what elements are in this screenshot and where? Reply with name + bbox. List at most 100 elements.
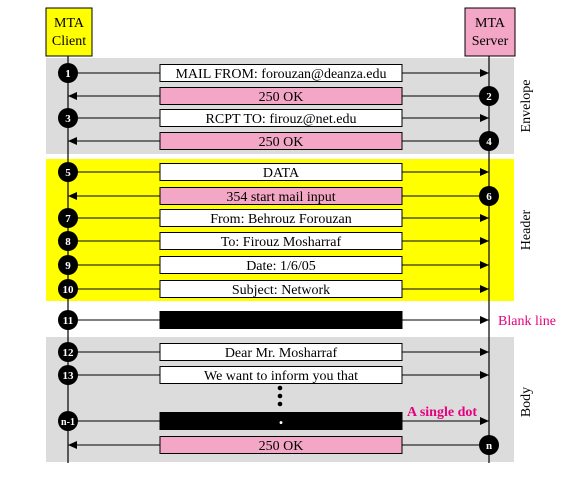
message-box [159, 163, 403, 181]
message-box [159, 232, 403, 250]
arrowhead-icon [480, 316, 489, 324]
mta-server-label-line1: MTA [475, 16, 506, 31]
arrowhead-icon [68, 92, 77, 100]
step-badge [58, 162, 78, 182]
header-band [46, 159, 514, 301]
step-badge [58, 310, 78, 330]
message-box [159, 64, 403, 82]
message-text: 250 OK [259, 135, 304, 150]
message-box [159, 109, 403, 127]
message-row-11: 11 [58, 310, 489, 330]
message-text: DATA [263, 166, 300, 181]
mta-client-box: MTA Client [45, 7, 93, 57]
message-row-12: Dear Mr. Mosharraf 12 [58, 342, 489, 362]
header-section-label: Header [519, 209, 534, 250]
arrowhead-icon [68, 441, 77, 449]
message-box [159, 209, 403, 227]
step-number: 7 [65, 213, 71, 225]
message-row-13: We want to inform you that 13 [58, 365, 489, 385]
step-number: 1 [65, 68, 71, 80]
arrowhead-icon [480, 371, 489, 379]
arrowhead-icon [480, 168, 489, 176]
message-row-2: 250 OK 2 [68, 86, 499, 106]
message-row-4: 250 OK 4 [68, 131, 499, 151]
step-number: 11 [63, 315, 73, 327]
message-row-9: Date: 1/6/05 9 [58, 255, 489, 275]
envelope-section-label: Envelope [519, 80, 534, 133]
message-text: To: Firouz Mosharraf [221, 235, 342, 250]
step-number: 6 [486, 191, 492, 203]
message-row-n: 250 OK n [68, 435, 499, 455]
message-box [159, 436, 403, 454]
message-row-5: DATA 5 [58, 162, 489, 182]
message-text: Dear Mr. Mosharraf [225, 346, 338, 361]
step-badge [58, 63, 78, 83]
message-text: RCPT TO: firouz@net.edu [206, 112, 357, 127]
step-badge [58, 342, 78, 362]
step-number: 12 [63, 347, 75, 359]
mta-server-label-line2: Server [472, 34, 509, 49]
step-number: 4 [486, 136, 492, 148]
arrowhead-icon [480, 261, 489, 269]
message-text: 250 OK [259, 90, 304, 105]
message-box [159, 256, 403, 274]
message-box [159, 132, 403, 150]
arrowhead-icon [480, 69, 489, 77]
message-box [159, 280, 403, 298]
step-number: 2 [486, 91, 492, 103]
step-number: n-1 [61, 417, 75, 428]
step-number: 9 [65, 260, 71, 272]
message-text: From: Behrouz Forouzan [210, 212, 352, 227]
mta-client-label-line2: Client [52, 34, 86, 49]
step-badge [479, 86, 499, 106]
arrowhead-icon [480, 114, 489, 122]
ellipsis-dot [277, 393, 283, 399]
message-row-6: 354 start mail input 6 [68, 186, 499, 206]
step-number: 13 [63, 370, 75, 382]
step-number: 5 [65, 167, 71, 179]
message-text: We want to inform you that [204, 369, 358, 384]
message-box [159, 311, 403, 329]
step-badge [58, 208, 78, 228]
blank-line-annotation: Blank line [498, 314, 556, 329]
arrowhead-icon [480, 214, 489, 222]
step-badge [58, 411, 78, 431]
arrowhead-icon [68, 192, 77, 200]
ellipsis-dot [277, 401, 283, 407]
message-row-3: RCPT TO: firouz@net.edu 3 [58, 108, 489, 128]
message-row-7: From: Behrouz Forouzan 7 [58, 208, 489, 228]
message-row-1: MAIL FROM: forouzan@deanza.edu 1 [58, 63, 489, 83]
step-badge [479, 186, 499, 206]
message-row-8: To: Firouz Mosharraf 8 [58, 231, 489, 251]
arrowhead-icon [68, 137, 77, 145]
message-box [159, 87, 403, 105]
step-badge [58, 255, 78, 275]
message-text: MAIL FROM: forouzan@deanza.edu [175, 67, 386, 82]
step-number: 3 [65, 113, 71, 125]
arrowhead-icon [480, 237, 489, 245]
single-dot-annotation: A single dot [407, 405, 477, 420]
message-text: . [279, 408, 284, 428]
message-text: 354 start mail input [226, 190, 335, 205]
message-box [159, 412, 403, 430]
messages-layer: MAIL FROM: forouzan@deanza.edu 1 250 OK 2RC… [58, 63, 499, 455]
message-text: Date: 1/6/05 [246, 259, 316, 274]
ellipsis-dot [277, 385, 283, 391]
step-number: 8 [65, 236, 71, 248]
step-number: n [486, 440, 492, 452]
step-number: 10 [63, 284, 75, 296]
step-badge [479, 435, 499, 455]
body-section-label: Body [519, 387, 534, 417]
message-text: 250 OK [259, 439, 304, 454]
message-row-n-1: . n-1 [58, 408, 489, 431]
step-badge [58, 279, 78, 299]
arrowhead-icon [480, 285, 489, 293]
mta-server-box: MTA Server [464, 7, 516, 57]
message-box [159, 343, 403, 361]
step-badge [58, 231, 78, 251]
step-badge [58, 365, 78, 385]
message-text: Subject: Network [232, 283, 330, 298]
message-row-10: Subject: Network 10 [58, 279, 489, 299]
